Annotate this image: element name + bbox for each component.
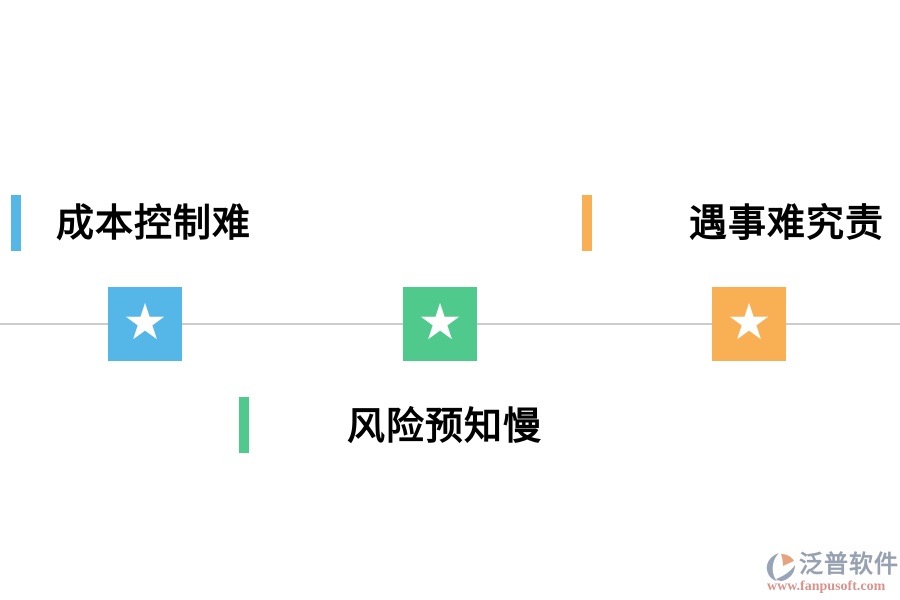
accent-bar-cost — [11, 195, 21, 251]
star-icon: ★ — [417, 294, 463, 350]
pain-point-label-risk: 风险预知慢 — [347, 406, 543, 448]
brand-name: 泛普软件 — [799, 551, 899, 578]
milestone-square-blue: ★ — [108, 287, 182, 361]
fanpu-logo-icon — [766, 553, 795, 581]
star-icon: ★ — [726, 294, 772, 350]
star-icon: ★ — [122, 294, 168, 350]
pain-point-label-cost: 成本控制难 — [56, 203, 252, 245]
brand-url: www.fanpusoft.com — [767, 579, 886, 594]
fanpu-watermark: 泛普软件 www.fanpusoft.com — [766, 550, 898, 596]
milestone-square-orange: ★ — [712, 287, 786, 361]
milestone-square-green: ★ — [403, 287, 477, 361]
pain-point-label-accountability: 遇事难究责 — [689, 203, 885, 245]
accent-bar-risk — [239, 397, 249, 453]
accent-bar-accountability — [582, 195, 592, 251]
